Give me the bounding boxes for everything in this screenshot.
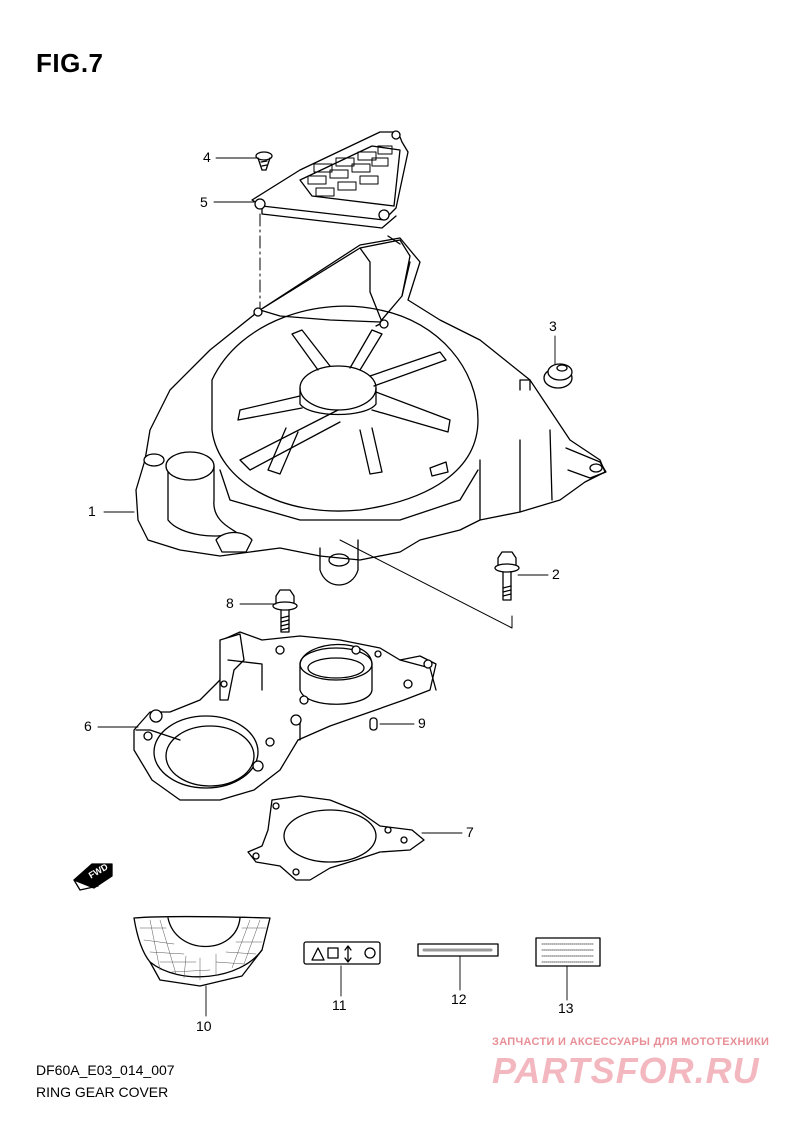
part-7-gasket [247,795,425,881]
callout-8: 8 [226,595,234,611]
callout-13: 13 [558,1000,574,1016]
figure-name: RING GEAR COVER [36,1084,169,1100]
callout-leaders [97,157,568,1017]
watermark-tagline: ЗАПЧАСТИ И АКСЕССУАРЫ ДЛЯ МОТОТЕХНИКИ [492,1036,770,1048]
part-3-grommet [543,363,573,389]
callout-3: 3 [549,318,557,334]
figure-title: FIG.7 [36,48,104,78]
part-13-label-plate [535,937,601,967]
part-12-label-strip [417,943,499,957]
part-6-bracket [133,631,437,801]
callout-5: 5 [200,194,208,210]
part-8-bolt [272,589,298,633]
callout-10: 10 [196,1018,212,1034]
fwd-direction-arrow-icon [73,863,113,891]
part-9-pin [369,717,378,731]
watermark-logo: PARTSFOR.RU [492,1050,760,1091]
callout-6: 6 [84,718,92,734]
figure-code: DF60A_E03_014_007 [36,1062,175,1078]
callout-12: 12 [451,991,467,1007]
part-11-warning-label [303,941,381,965]
callout-4: 4 [203,149,211,165]
alignment-line [339,539,513,629]
callout-1: 1 [88,503,96,519]
part-2-bolt [494,551,520,601]
vent-slots [307,145,393,197]
part-5-vent-plate [251,130,409,229]
part-10-half-ring-shield [133,915,271,987]
callout-11: 11 [332,997,347,1013]
callout-2: 2 [552,566,560,582]
part-4-screw [255,151,273,171]
callout-7: 7 [466,824,474,840]
callout-9: 9 [418,715,426,731]
part-1-ring-gear-cover [135,235,607,586]
